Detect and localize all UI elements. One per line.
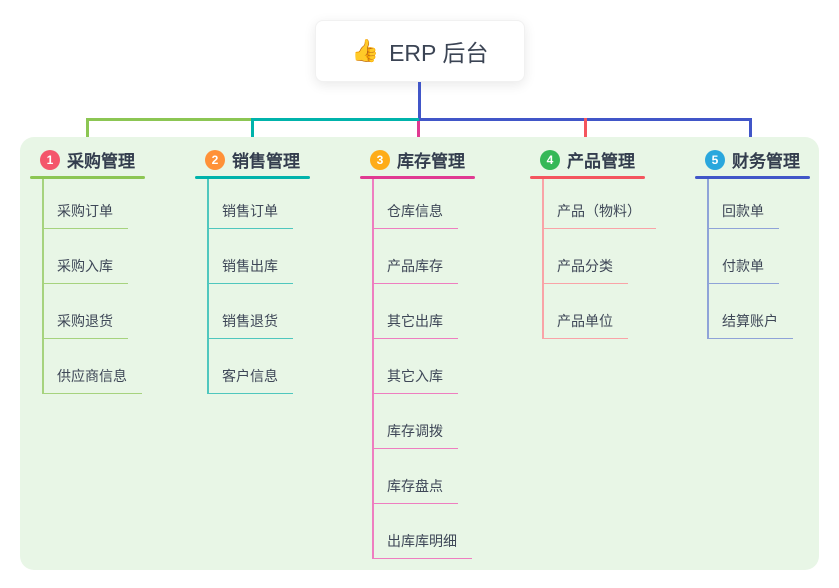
branch-header-finance[interactable]: 5 财务管理: [705, 147, 839, 172]
root-node-erp[interactable]: 👍 ERP 后台: [315, 20, 525, 82]
branch-column-finance: 5 财务管理回款单付款单结算账户: [695, 147, 839, 339]
branch-header-underline: [360, 176, 475, 179]
branch-drop-sales: [251, 118, 254, 148]
branch-header-underline: [30, 176, 145, 179]
branch-items-purchase: 采购订单采购入库采购退货供应商信息: [42, 179, 142, 394]
branch-header-label: 销售管理: [232, 152, 300, 171]
branch-header-underline: [695, 176, 810, 179]
leaf-node-sales-3[interactable]: 销售退货: [209, 284, 293, 339]
branch-items-inventory: 仓库信息产品库存其它出库其它入库库存调拨库存盘点出库库明细: [372, 179, 472, 559]
leaf-node-sales-2[interactable]: 销售出库: [209, 229, 293, 284]
branch-line-root-stem: [418, 82, 421, 120]
branch-drop-finance: [749, 118, 752, 148]
leaf-node-product-3[interactable]: 产品单位: [544, 284, 628, 339]
leaf-node-inventory-3[interactable]: 其它出库: [374, 284, 458, 339]
leaf-node-purchase-3[interactable]: 采购退货: [44, 284, 128, 339]
branch-header-label: 采购管理: [67, 152, 135, 171]
leaf-node-product-2[interactable]: 产品分类: [544, 229, 628, 284]
leaf-node-inventory-1[interactable]: 仓库信息: [374, 179, 458, 229]
branch-header-underline: [195, 176, 310, 179]
branch-items-product: 产品（物料）产品分类产品单位: [542, 179, 656, 339]
leaf-node-inventory-5[interactable]: 库存调拨: [374, 394, 458, 449]
branch-column-inventory: 3 库存管理仓库信息产品库存其它出库其它入库库存调拨库存盘点出库库明细: [360, 147, 510, 559]
branch-column-product: 4 产品管理产品（物料）产品分类产品单位: [530, 147, 680, 339]
leaf-node-sales-1[interactable]: 销售订单: [209, 179, 293, 229]
leaf-node-inventory-4[interactable]: 其它入库: [374, 339, 458, 394]
branch-header-inventory[interactable]: 3 库存管理: [370, 147, 510, 172]
branch-column-sales: 2 销售管理销售订单销售出库销售退货客户信息: [195, 147, 345, 394]
branch-header-label: 财务管理: [732, 152, 800, 171]
branch-line-purchase-hbar: [86, 118, 253, 121]
branch-line-sales-hbar: [253, 118, 419, 121]
branch-header-label: 产品管理: [567, 152, 635, 171]
branch-header-label: 库存管理: [397, 152, 465, 171]
leaf-node-purchase-1[interactable]: 采购订单: [44, 179, 128, 229]
branch-items-sales: 销售订单销售出库销售退货客户信息: [207, 179, 293, 394]
branch-items-finance: 回款单付款单结算账户: [707, 179, 793, 339]
number-badge-icon: 2: [205, 149, 225, 170]
number-badge-icon: 3: [370, 149, 390, 170]
branch-header-purchase[interactable]: 1 采购管理: [40, 147, 180, 172]
leaf-node-inventory-2[interactable]: 产品库存: [374, 229, 458, 284]
thumbs-up-icon: 👍: [351, 38, 380, 63]
branch-column-purchase: 1 采购管理采购订单采购入库采购退货供应商信息: [30, 147, 180, 394]
leaf-node-inventory-7[interactable]: 出库库明细: [374, 504, 472, 559]
branch-header-underline: [530, 176, 645, 179]
branch-drop-purchase: [86, 118, 89, 148]
leaf-node-purchase-4[interactable]: 供应商信息: [44, 339, 142, 394]
leaf-node-finance-3[interactable]: 结算账户: [709, 284, 793, 339]
leaf-node-finance-1[interactable]: 回款单: [709, 179, 779, 229]
leaf-node-purchase-2[interactable]: 采购入库: [44, 229, 128, 284]
branch-drop-inventory: [417, 121, 420, 148]
number-badge-icon: 5: [705, 149, 725, 170]
leaf-node-inventory-6[interactable]: 库存盘点: [374, 449, 458, 504]
leaf-node-finance-2[interactable]: 付款单: [709, 229, 779, 284]
leaf-node-sales-4[interactable]: 客户信息: [209, 339, 293, 394]
mindmap-panel: 1 采购管理采购订单采购入库采购退货供应商信息 2 销售管理销售订单销售出库销售退货客…: [20, 137, 819, 570]
branch-header-sales[interactable]: 2 销售管理: [205, 147, 345, 172]
number-badge-icon: 4: [540, 149, 560, 170]
number-badge-icon: 1: [40, 149, 60, 170]
branch-drop-product: [584, 118, 587, 148]
root-node-label: ERP 后台: [389, 40, 489, 66]
leaf-node-product-1[interactable]: 产品（物料）: [544, 179, 656, 229]
branch-header-product[interactable]: 4 产品管理: [540, 147, 680, 172]
